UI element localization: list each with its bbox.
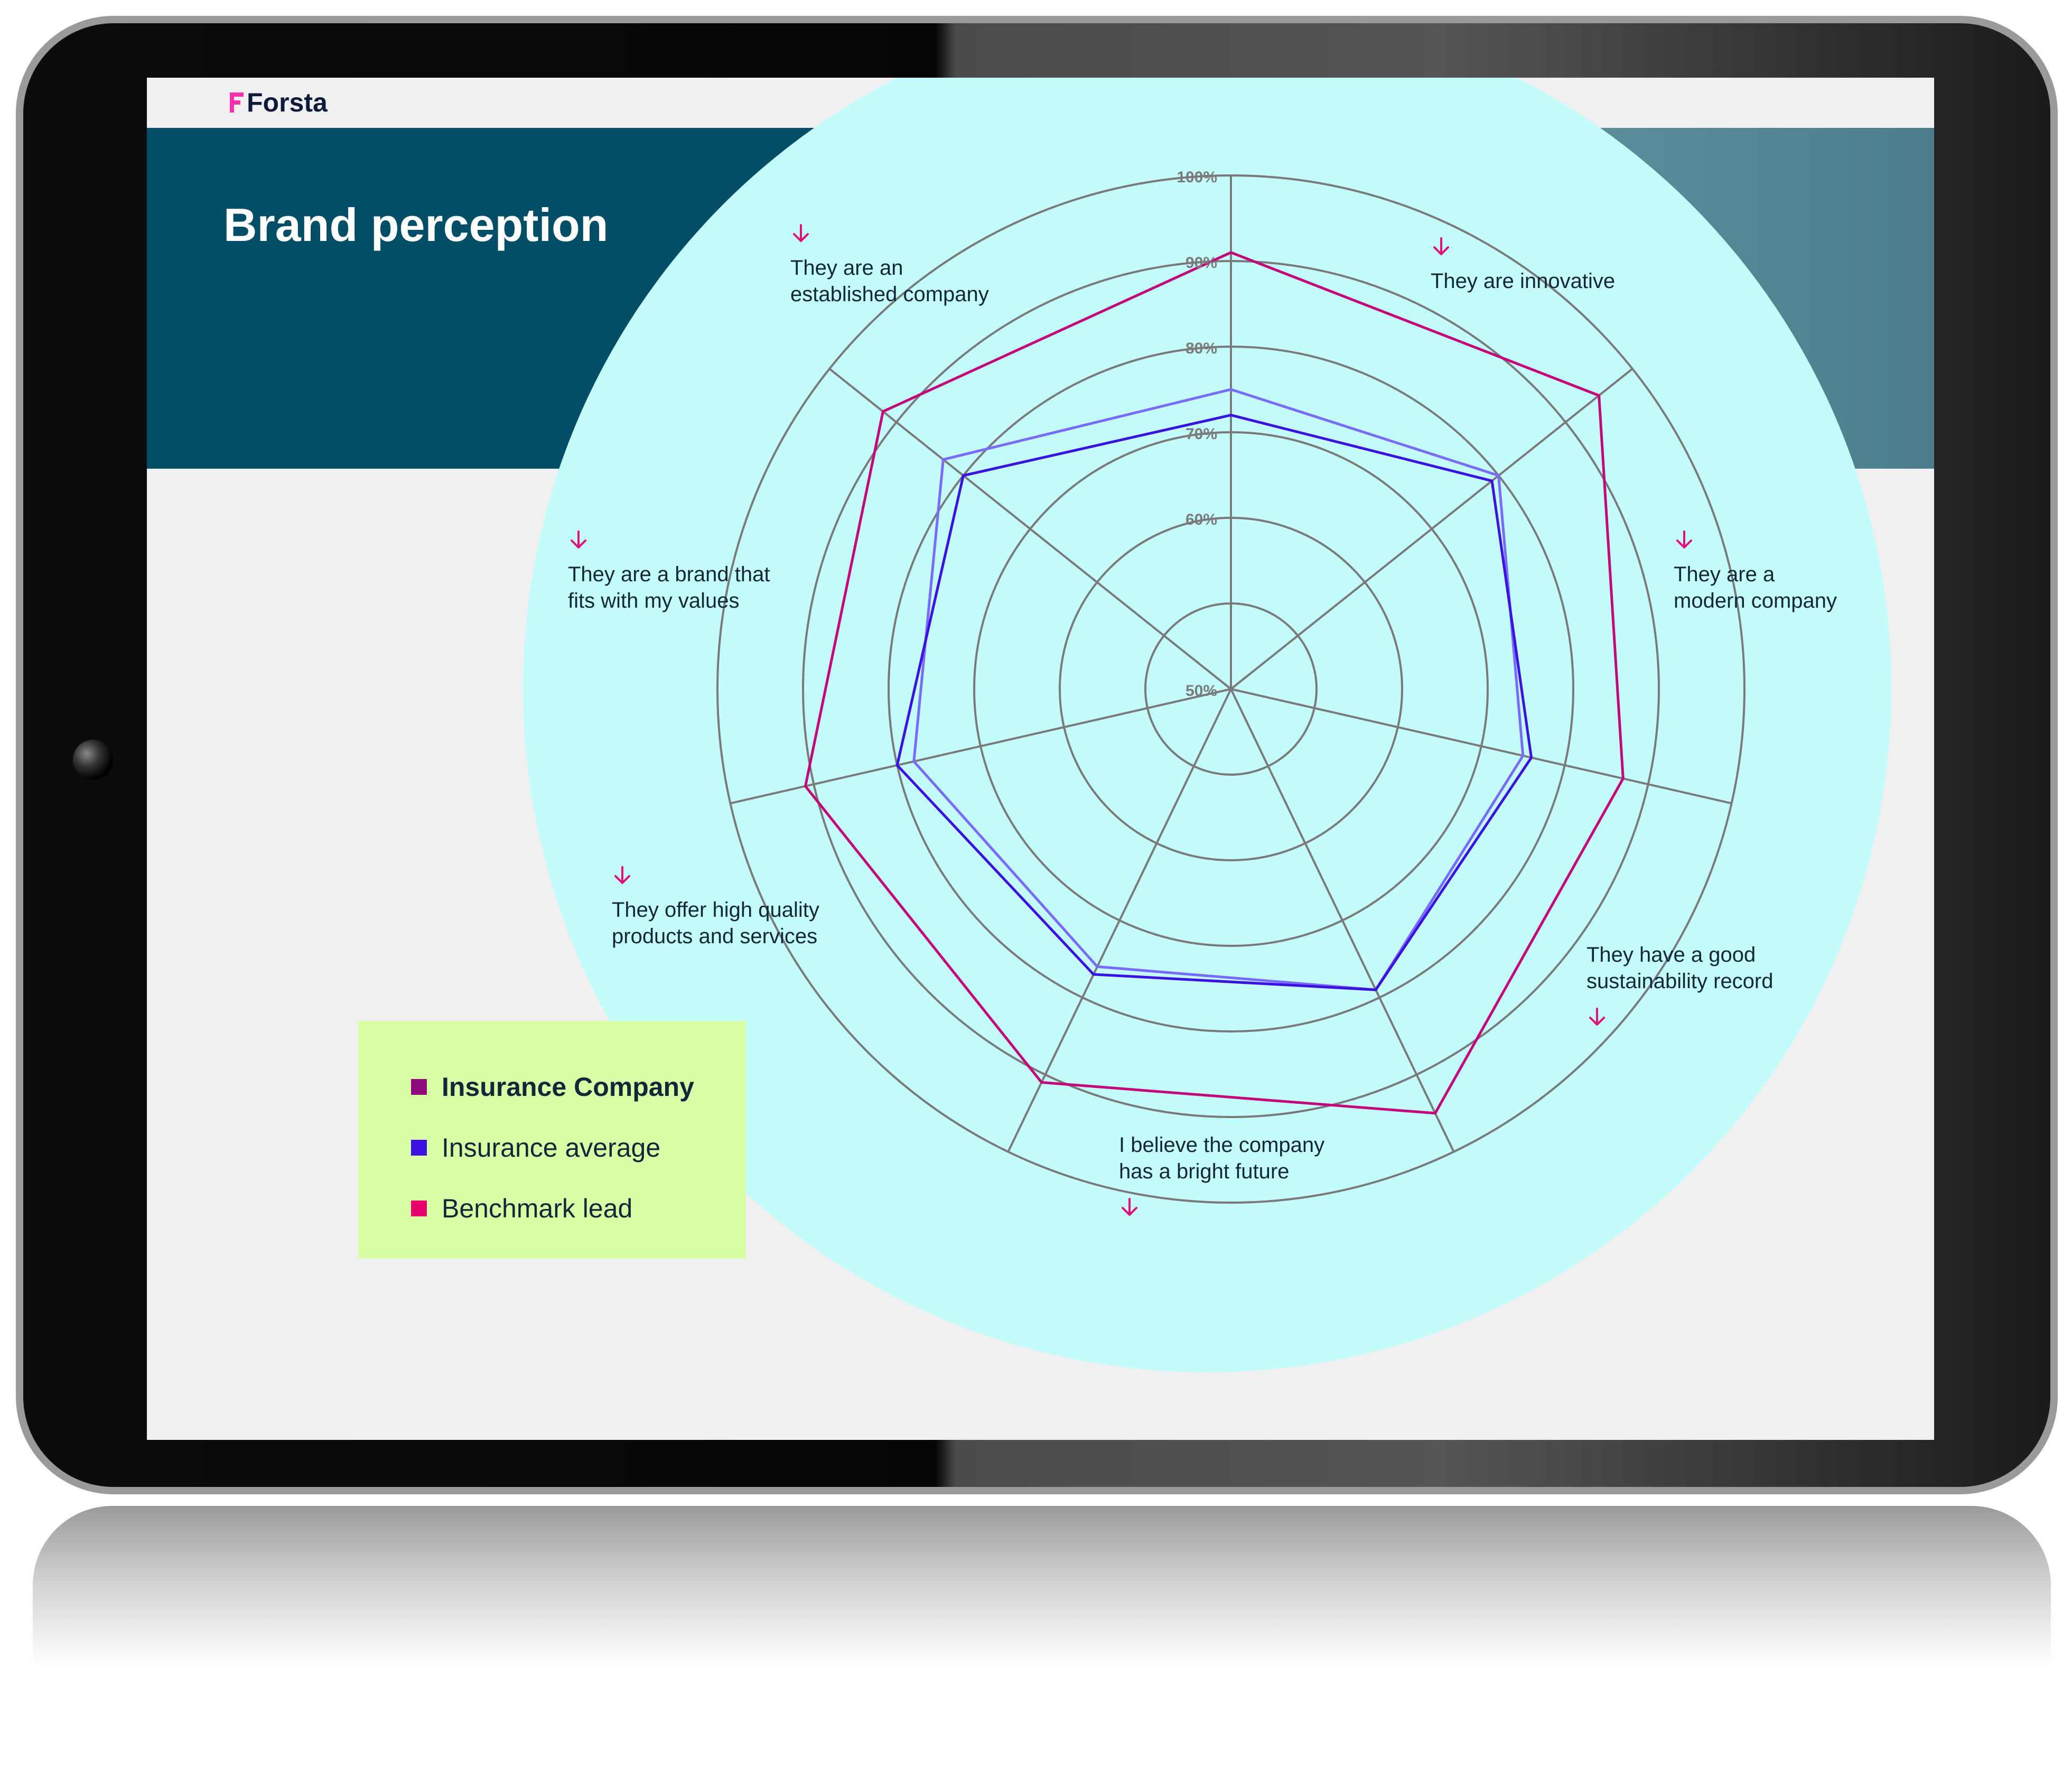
legend-item-insurance-company[interactable]: Insurance Company <box>411 1071 694 1103</box>
axis-label-line: I believe the company <box>1119 1133 1325 1157</box>
axis-label-line: sustainability record <box>1586 970 1774 993</box>
tick-label: 50% <box>1186 682 1217 700</box>
legend-swatch <box>411 1201 427 1216</box>
tick-label: 70% <box>1186 425 1217 443</box>
tick-label: 80% <box>1186 340 1217 357</box>
axis-label-0: They are innovative <box>1431 268 1615 294</box>
spoke-line <box>828 368 1232 690</box>
axis-label-line: has a bright future <box>1119 1160 1290 1183</box>
forsta-logo[interactable]: Forsta <box>229 88 328 117</box>
radar-series <box>804 251 1625 1115</box>
radar-grid <box>716 174 1746 1204</box>
axis-label-4: They offer high quality products and serv… <box>612 897 819 950</box>
axis-label-line: modern company <box>1674 589 1837 612</box>
axis-label-2: They have a good sustainability record <box>1586 942 1774 994</box>
legend-item-insurance-average[interactable]: Insurance average <box>411 1132 660 1164</box>
legend: Insurance Company Insurance average Benc… <box>358 1021 746 1259</box>
spoke-line <box>730 688 1231 805</box>
axis-label-line: They have a good <box>1586 943 1756 966</box>
axis-label-line: They are an <box>790 256 903 280</box>
legend-swatch <box>411 1079 427 1095</box>
screen: Forsta Brand perception 50% 60% 70% 80% 90% 1… <box>147 78 1934 1440</box>
axis-label-6: They are an established company <box>790 255 989 308</box>
tick-label: 60% <box>1186 511 1217 528</box>
legend-label: Insurance average <box>442 1133 661 1162</box>
arrow-down-icon <box>1589 1008 1605 1026</box>
spoke-line <box>1230 368 1634 690</box>
axis-label-line: They are a <box>1674 563 1775 586</box>
arrow-down-icon <box>1433 237 1449 255</box>
arrow-down-icon <box>793 224 809 242</box>
arrow-down-icon <box>571 531 586 548</box>
spoke-line <box>1230 688 1732 805</box>
tablet-reflection <box>33 1506 2051 1664</box>
axis-label-5: They are a brand that fits with my values <box>568 561 770 614</box>
spoke-line <box>1007 689 1232 1152</box>
forsta-logo-mark-icon <box>230 92 244 113</box>
tick-label: 90% <box>1186 254 1217 272</box>
legend-label: Benchmark lead <box>442 1194 633 1223</box>
series-polygon-0 <box>804 251 1625 1115</box>
radar-chart: 50% 60% 70% 80% 90% 100% <box>523 78 1891 1372</box>
axis-label-line: They offer high quality <box>612 898 819 922</box>
axis-label-3: I believe the company has a bright future <box>1119 1132 1324 1185</box>
legend-swatch <box>411 1140 427 1156</box>
brand-name: Forsta <box>247 88 328 117</box>
series-polygon-1 <box>912 388 1525 991</box>
axis-label-line: They are a brand that <box>568 563 770 586</box>
axis-label-line: They are innovative <box>1431 269 1616 293</box>
series-polygon-2 <box>895 414 1533 991</box>
axis-label-line: established company <box>790 283 989 306</box>
arrow-down-icon <box>1676 531 1692 548</box>
camera-icon <box>73 740 113 780</box>
axis-label-line: products and services <box>612 925 818 948</box>
axis-label-line: fits with my values <box>568 589 740 612</box>
axis-label-1: They are a modern company <box>1674 561 1837 614</box>
tick-label: 100% <box>1177 169 1217 186</box>
spoke-line <box>1230 689 1455 1152</box>
page-title: Brand perception <box>223 199 609 251</box>
radial-ticks: 50% 60% 70% 80% 90% 100% <box>1177 169 1217 700</box>
legend-item-benchmark-lead[interactable]: Benchmark lead <box>411 1193 632 1224</box>
legend-label: Insurance Company <box>442 1072 694 1102</box>
arrow-down-icon <box>1122 1198 1137 1216</box>
arrow-down-icon <box>614 866 630 884</box>
